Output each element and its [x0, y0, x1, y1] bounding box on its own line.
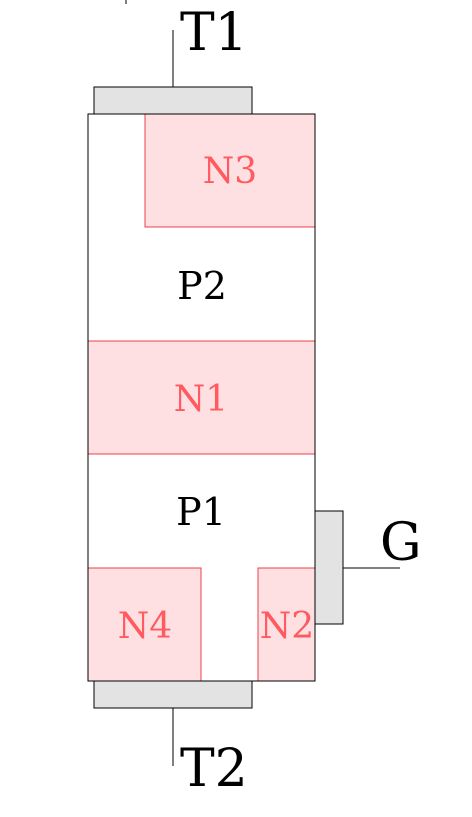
t2-label: T2	[180, 739, 248, 799]
region-n4-label: N4	[118, 606, 172, 647]
gate-label: G	[380, 513, 422, 573]
t1-label: T1	[180, 3, 248, 63]
region-n2-label: N2	[260, 606, 314, 647]
region-p1-label: P1	[176, 490, 226, 534]
t2-contact	[93, 680, 253, 709]
gate-contact	[314, 510, 344, 625]
region-n3-label: N3	[203, 151, 257, 192]
region-n1-label: N1	[174, 379, 228, 420]
region-p2-label: P2	[177, 264, 227, 308]
region-n4	[87, 567, 202, 682]
t1-contact	[93, 86, 253, 115]
